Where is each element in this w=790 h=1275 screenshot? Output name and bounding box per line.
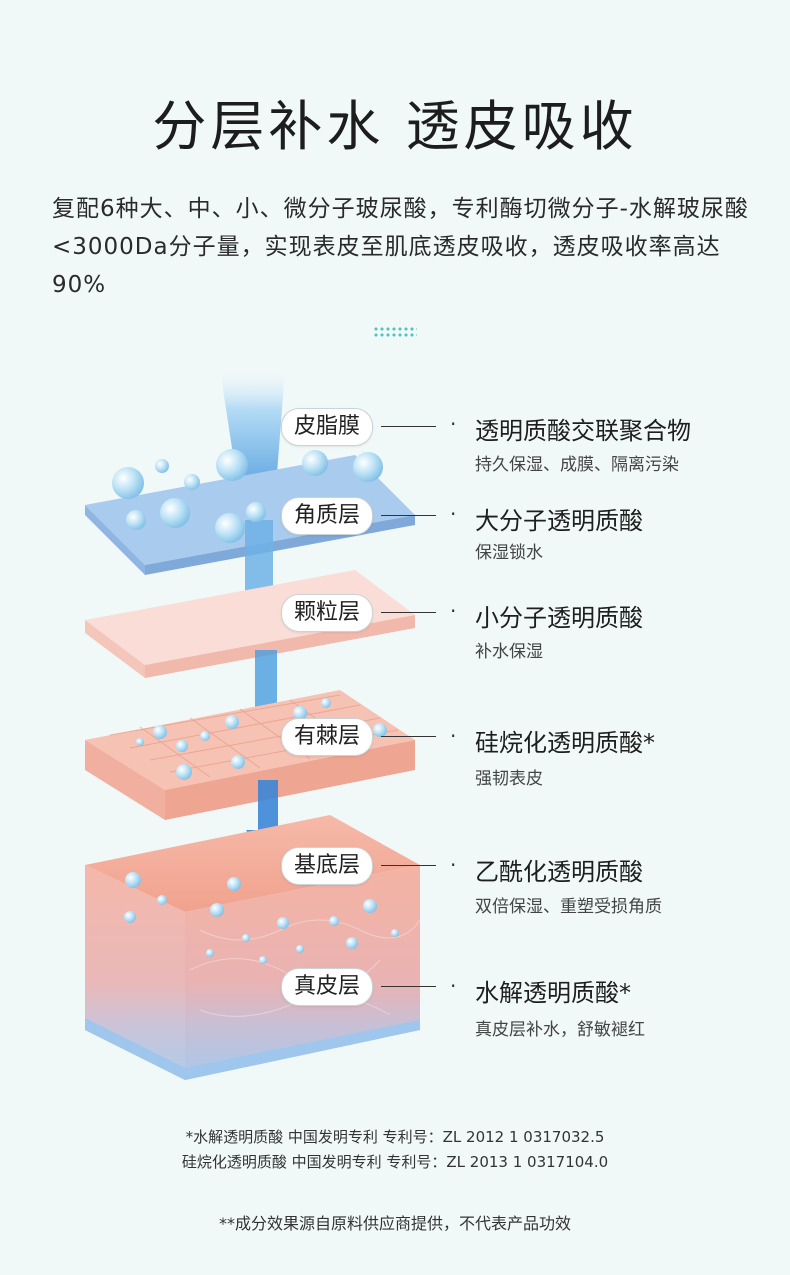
label-dermis: 真皮层 — [281, 968, 374, 1006]
ingredient-granular: 小分子透明质酸 — [475, 604, 643, 632]
benefit-granular: 补水保湿 — [475, 642, 543, 662]
connector-line — [381, 426, 436, 427]
connector-line — [381, 986, 436, 987]
ingredient-basal: 乙酰化透明质酸 — [475, 858, 643, 886]
bullet-dot: · — [450, 412, 457, 436]
benefit-spinous: 强韧表皮 — [475, 769, 543, 789]
benefit-basal: 双倍保湿、重塑受损角质 — [475, 897, 662, 917]
connector-line — [381, 865, 436, 866]
label-basal: 基底层 — [281, 847, 374, 885]
connector-line — [381, 612, 436, 613]
hyaluronic-bubbles — [112, 449, 399, 964]
ingredient-dermis: 水解透明质酸* — [475, 979, 631, 1007]
benefit-dermis: 真皮层补水，舒敏褪红 — [475, 1020, 645, 1040]
benefit-corneum: 保湿锁水 — [475, 543, 543, 563]
bullet-dot: · — [450, 853, 457, 877]
spinous-layer-slab — [85, 690, 415, 820]
connector-line — [381, 736, 436, 737]
footnote-disclaimer: **成分效果源自原料供应商提供，不代表产品功效 — [218, 1214, 571, 1233]
label-spinous: 有棘层 — [281, 718, 374, 756]
footnote-patent-1: *水解透明质酸 中国发明专利 专利号：ZL 2012 1 0317032.5 — [185, 1128, 605, 1146]
bullet-dot: · — [450, 599, 457, 623]
bullet-dot: · — [450, 502, 457, 526]
label-granular: 颗粒层 — [281, 594, 374, 632]
ingredient-corneum: 大分子透明质酸 — [475, 507, 643, 535]
page-title: 分层补水 透皮吸收 — [152, 95, 638, 158]
footnote-patent-2: 硅烷化透明质酸 中国发明专利 专利号：ZL 2013 1 0317104.0 — [181, 1153, 609, 1171]
intro-text: 复配6种大、中、小、微分子玻尿酸，专利酶切微分子-水解玻尿酸<3000Da分子量… — [52, 196, 749, 298]
bullet-dot: · — [450, 724, 457, 748]
ingredient-spinous: 硅烷化透明质酸* — [475, 729, 655, 757]
bullet-dot: · — [450, 974, 457, 998]
divider-dots — [373, 326, 417, 338]
ingredient-sebum: 透明质酸交联聚合物 — [475, 417, 691, 445]
label-sebum: 皮脂膜 — [281, 408, 374, 446]
label-stratum-corneum: 角质层 — [281, 497, 374, 535]
benefit-sebum: 持久保湿、成膜、隔离污染 — [475, 455, 679, 475]
connector-line — [381, 515, 436, 516]
